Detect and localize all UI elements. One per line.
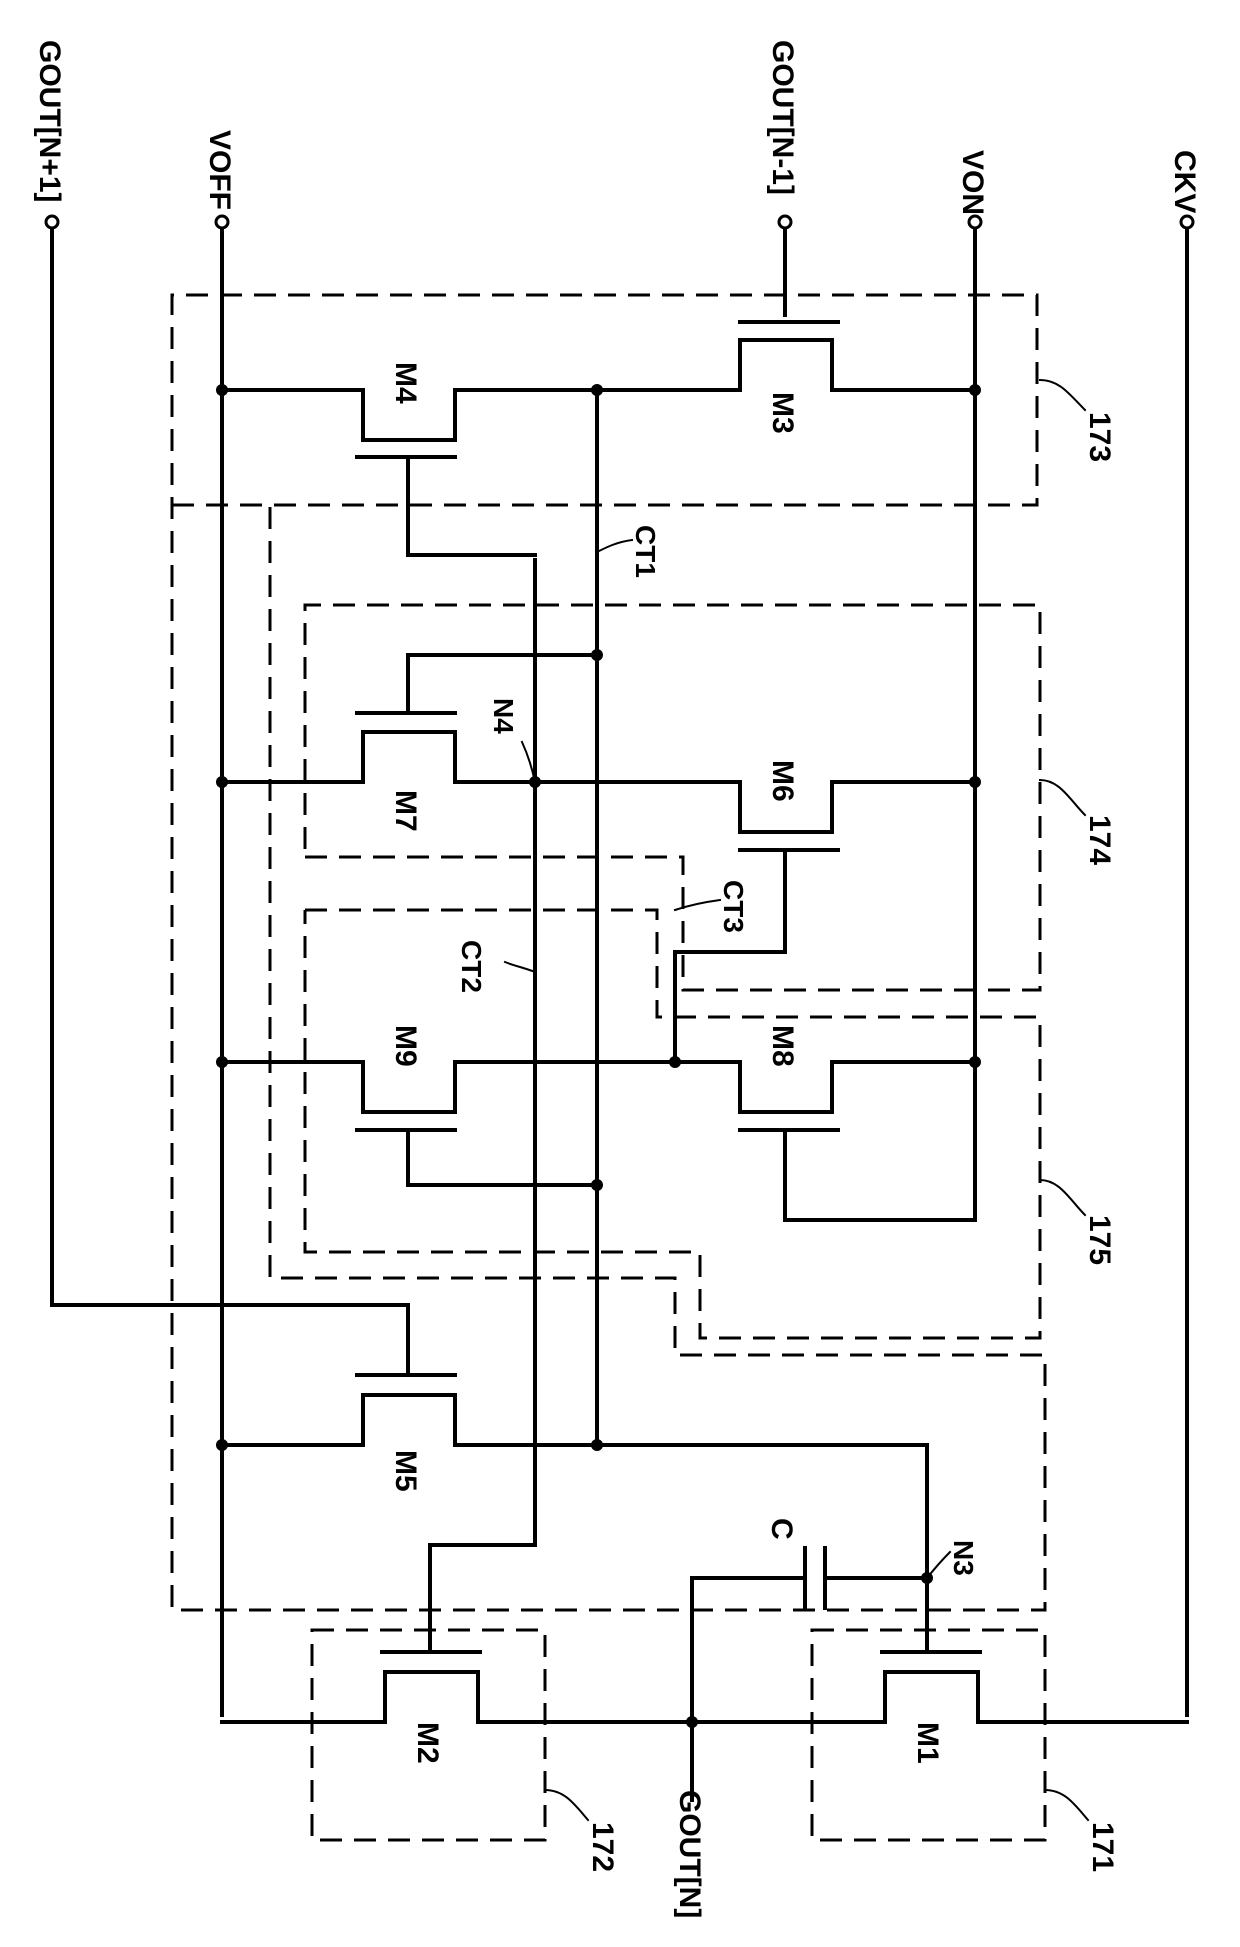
gout-n-plus-1-label: GOUT[N+1] (33, 40, 66, 203)
block-172-leader (545, 1790, 588, 1820)
m3-channel (597, 340, 975, 390)
m8-label: M8 (766, 1025, 799, 1067)
block-173-label: 173 (1083, 412, 1116, 462)
gout-n-label: GOUT[N] (673, 1790, 706, 1918)
block-175-outline (305, 910, 1040, 1338)
ct1-leader (597, 540, 632, 552)
junction-ct1-m7gate (591, 649, 603, 661)
ct2-label: CT2 (456, 940, 487, 993)
gout-n-minus-1-terminal-icon (779, 216, 791, 228)
m6-channel (535, 782, 975, 832)
ct3-label: CT3 (718, 880, 749, 933)
cap-c-gout-lead (692, 1578, 805, 1722)
junction-voff-m4 (216, 384, 228, 396)
junction-ct1-m9gate (591, 1179, 603, 1191)
junction-von-m6 (969, 776, 981, 788)
gout-n-plus-1-line (52, 222, 408, 1375)
junction-von-m3 (969, 384, 981, 396)
block-174-label: 174 (1083, 815, 1116, 865)
dashed-blocks (172, 295, 1045, 1840)
n4-label: N4 (488, 698, 519, 734)
ct2-leader (505, 962, 535, 972)
m8-gate-to-von (785, 1130, 975, 1220)
m6-label: M6 (766, 760, 799, 802)
junction-ct1-m5 (591, 1439, 603, 1451)
m2-gate-to-n4 (430, 1545, 535, 1652)
junction-ct1-m4 (591, 384, 603, 396)
block-172-label: 172 (586, 1822, 619, 1872)
m2-label: M2 (411, 1722, 444, 1764)
voff-terminal-icon (216, 216, 228, 228)
m5-label: M5 (389, 1450, 422, 1492)
m9-channel (222, 1062, 675, 1112)
m9-gate-to-ct1 (408, 1130, 597, 1185)
terminal-circles (46, 216, 1193, 228)
block-175-leader (1040, 1180, 1085, 1215)
block-171-leader (1045, 1790, 1088, 1820)
m9-label: M9 (389, 1025, 422, 1067)
junction-ct3-m8 (669, 1056, 681, 1068)
block-171-label: 171 (1086, 1822, 1119, 1872)
ckv-terminal-icon (1181, 216, 1193, 228)
von-terminal-icon (969, 216, 981, 228)
m7-label: M7 (389, 790, 422, 832)
junction-gout-n (686, 1716, 698, 1728)
gout-n-plus-1-terminal-icon (46, 216, 58, 228)
block-173-outline (172, 295, 1045, 1610)
m2-channel (222, 1672, 692, 1722)
c-label: C (765, 1518, 798, 1540)
m3-label: M3 (766, 392, 799, 434)
junction-voff-m9 (216, 1056, 228, 1068)
junction-n4 (529, 776, 541, 788)
block-175-label: 175 (1083, 1215, 1116, 1265)
wiring (52, 222, 1187, 1820)
block-173-leader (1040, 380, 1085, 410)
n3-label: N3 (948, 1540, 979, 1576)
block-174-leader (1040, 780, 1085, 815)
ct1-label: CT1 (630, 525, 661, 578)
m1-label: M1 (911, 1722, 944, 1764)
m1-channel (692, 1672, 1187, 1722)
m5-channel (222, 1395, 927, 1578)
junction-von-m8 (969, 1056, 981, 1068)
junction-voff-m7 (216, 776, 228, 788)
junction-voff-m5 (216, 1439, 228, 1451)
voff-label: VOFF (203, 130, 236, 210)
junction-n3 (921, 1572, 933, 1584)
von-label: VON (956, 150, 989, 215)
ckv-label: CKV (1168, 150, 1201, 213)
m4-label: M4 (389, 362, 422, 404)
m8-channel (675, 1062, 975, 1112)
labels: GOUT[N+1] VOFF GOUT[N-1] VON CKV GOUT[N]… (33, 40, 1201, 1918)
gout-n-minus-1-label: GOUT[N-1] (766, 40, 799, 195)
